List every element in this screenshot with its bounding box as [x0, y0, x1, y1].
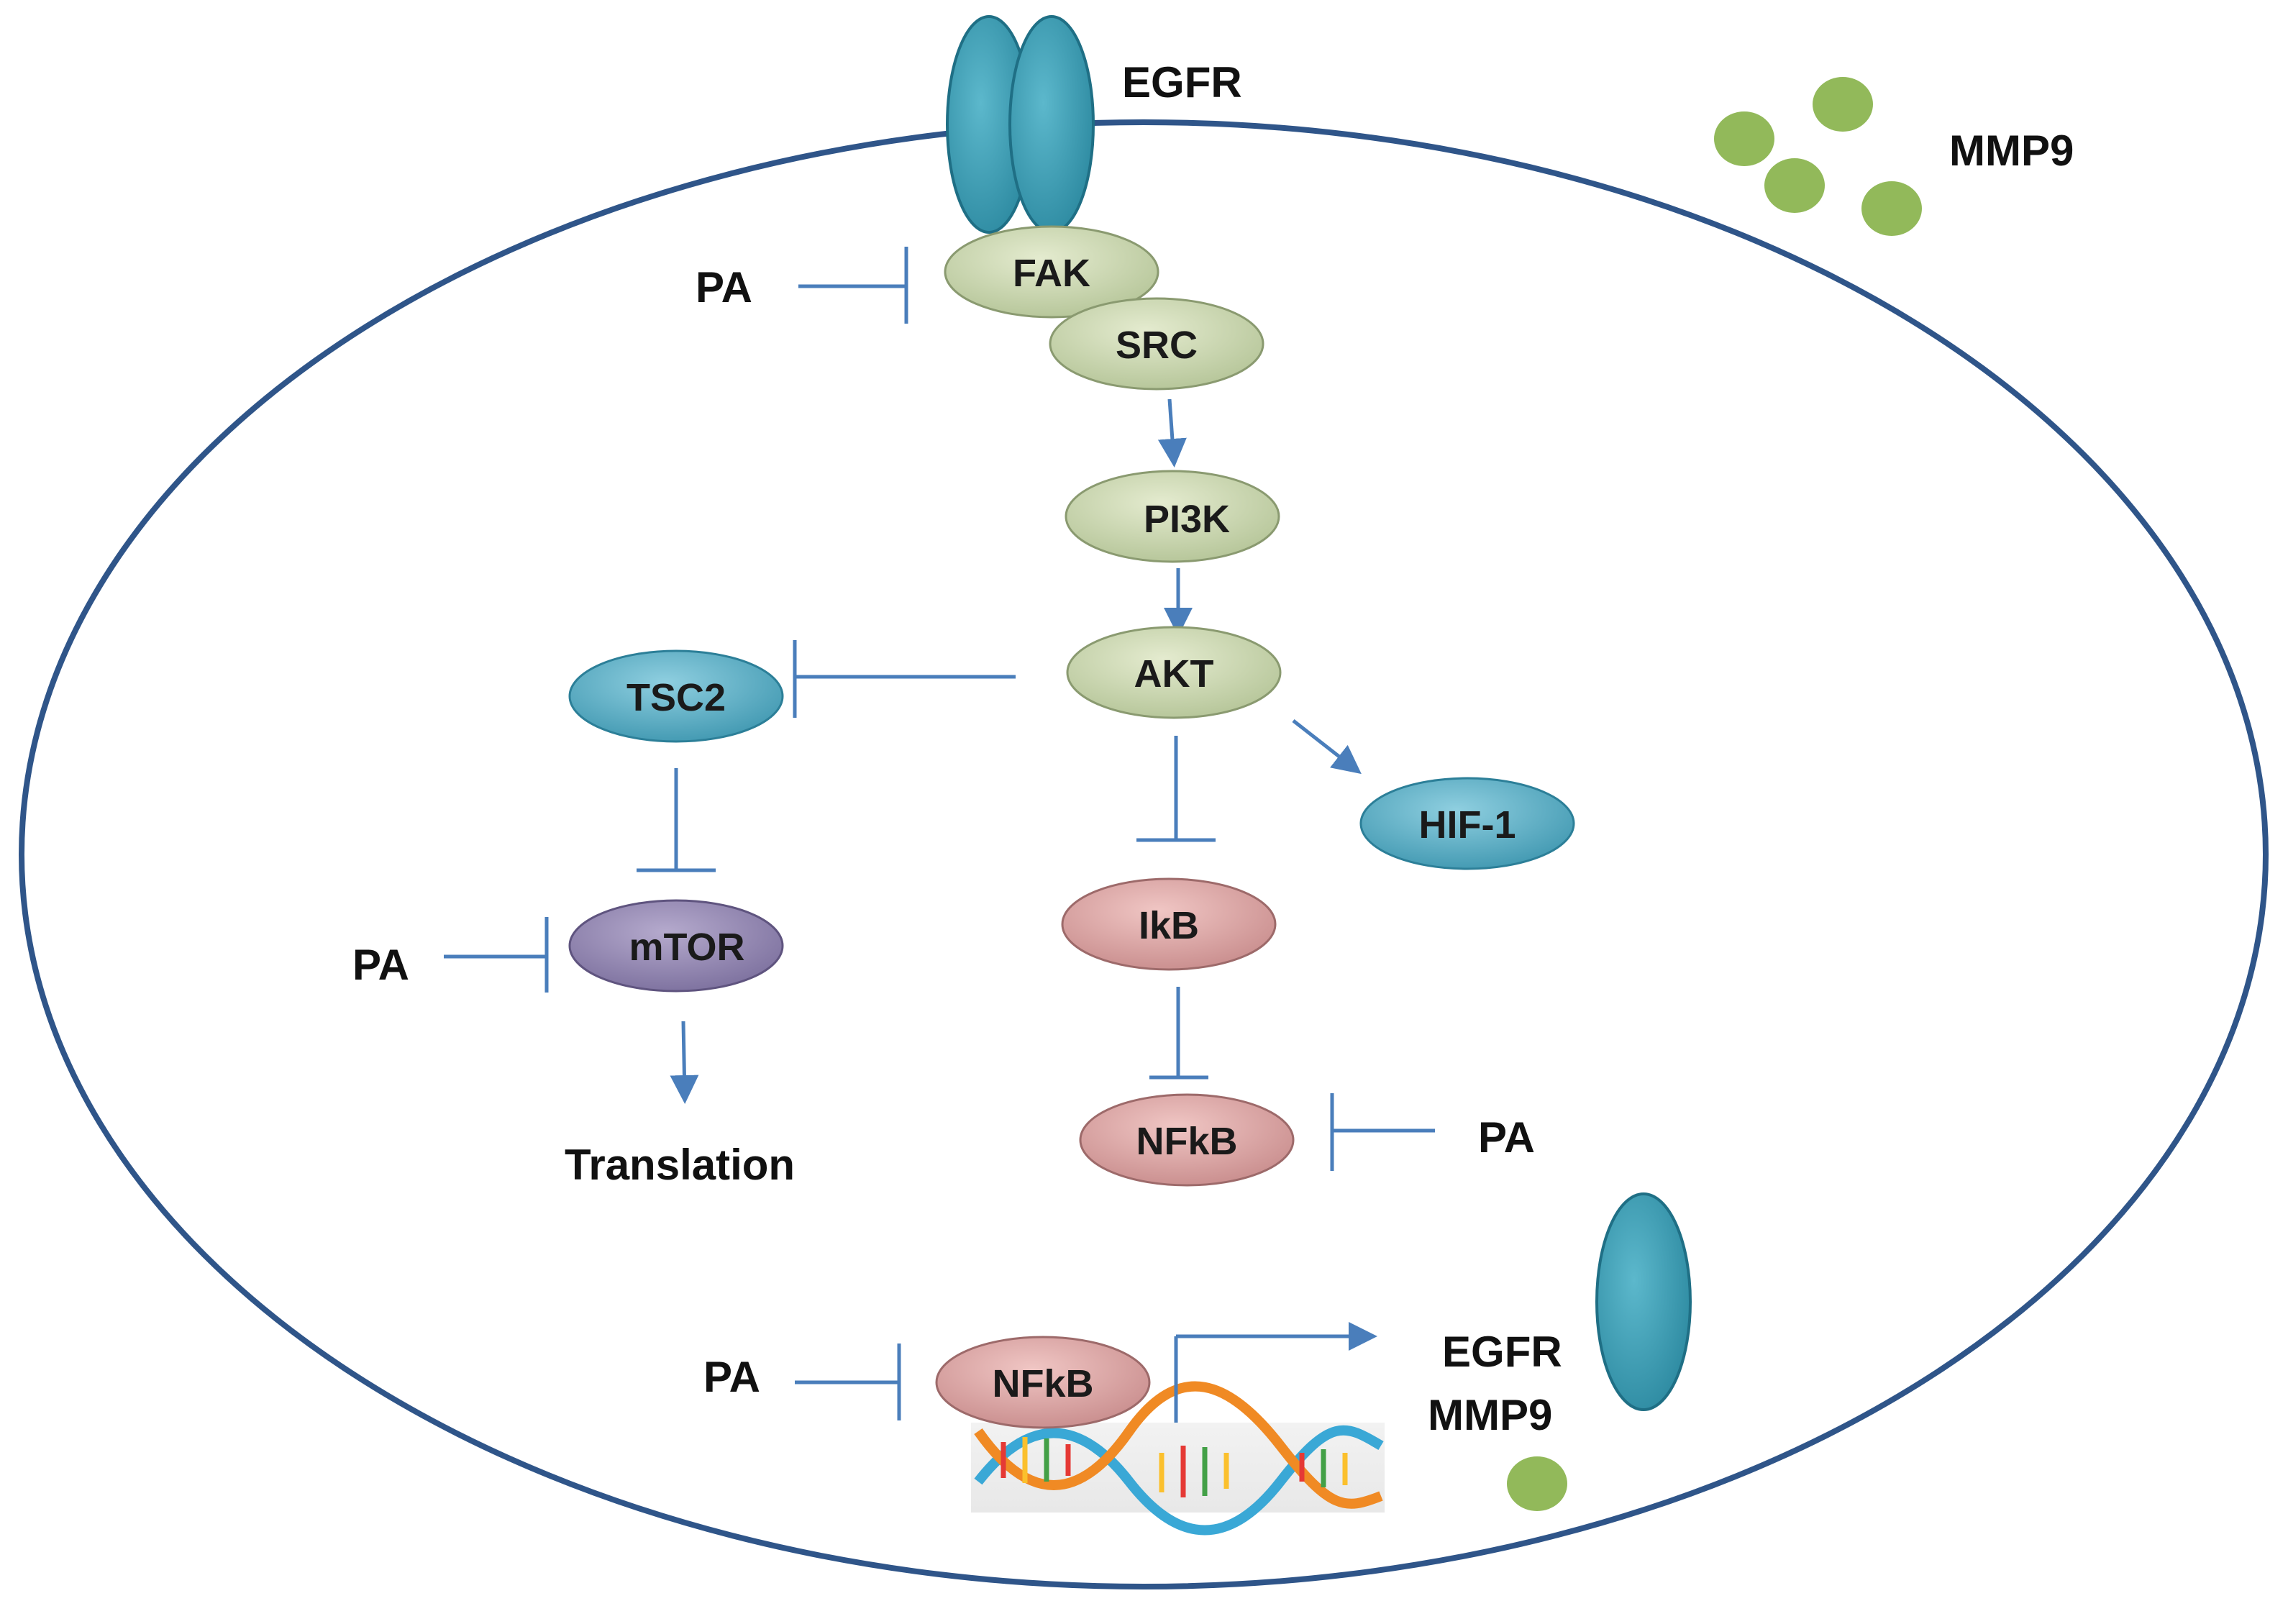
svg-text:mTOR: mTOR [629, 926, 744, 969]
inhibition-pa-nfkb [1330, 1093, 1435, 1171]
inhibition-akt-tsc2 [793, 640, 1016, 718]
node-src: SRC [1049, 297, 1264, 391]
egfr-receptor-icon [946, 15, 1095, 234]
inhibition-pa-mtor [444, 917, 549, 993]
arrow-mtor-translation [670, 1021, 699, 1104]
svg-text:NFkB: NFkB [992, 1362, 1093, 1405]
egfr-bottom-label: EGFR [1442, 1328, 1562, 1376]
mmp9-protein-icon [1714, 77, 1922, 236]
node-akt: AKT [1066, 626, 1282, 719]
node-ikb: IkB [1061, 877, 1277, 971]
svg-text:SRC: SRC [1116, 324, 1198, 367]
node-nfkb: NFkB [1079, 1093, 1295, 1187]
node-nfkb-nucleus: NFkB [935, 1336, 1151, 1429]
node-pi3k: PI3K [1065, 470, 1280, 563]
pa-nfkb-label: PA [1478, 1113, 1535, 1162]
svg-text:AKT: AKT [1134, 652, 1214, 695]
pa-mtor-label: PA [352, 941, 409, 989]
inhibition-akt-ikb [1136, 736, 1216, 842]
node-fak: FAK [944, 225, 1159, 319]
inhibition-tsc2-mtor [637, 768, 716, 872]
svg-text:TSC2: TSC2 [626, 676, 726, 719]
inhibition-ikb-nfkb [1149, 987, 1208, 1080]
mmp9-top-label: MMP9 [1949, 127, 2074, 175]
inhibition-pa-nfkb-nucleus [795, 1344, 901, 1420]
node-mtor: mTOR [568, 899, 784, 993]
translation-label: Translation [565, 1141, 795, 1189]
mmp9-bottom-label: MMP9 [1428, 1391, 1552, 1439]
svg-text:FAK: FAK [1013, 252, 1090, 295]
arrow-akt-hif1 [1292, 719, 1362, 775]
svg-text:HIF-1: HIF-1 [1419, 803, 1516, 847]
egfr-receptor-bottom-icon [1595, 1192, 1692, 1411]
inhibition-pa-fak [798, 247, 908, 324]
arrow-src-pi3k [1157, 398, 1187, 467]
svg-text:NFkB: NFkB [1136, 1120, 1237, 1163]
pa-fak-label: PA [696, 263, 752, 311]
svg-text:PI3K: PI3K [1144, 498, 1230, 541]
svg-text:IkB: IkB [1139, 904, 1199, 947]
dna-helix-icon [971, 1381, 1385, 1536]
pa-nucleus-label: PA [703, 1353, 760, 1401]
mmp9-protein-bottom-icon [1507, 1456, 1567, 1511]
cell-membrane [19, 119, 2269, 1589]
node-hif1: HIF-1 [1359, 777, 1575, 870]
egfr-top-label: EGFR [1122, 58, 1242, 106]
transcription-arrow [1174, 1322, 1377, 1423]
node-tsc2: TSC2 [568, 649, 784, 743]
